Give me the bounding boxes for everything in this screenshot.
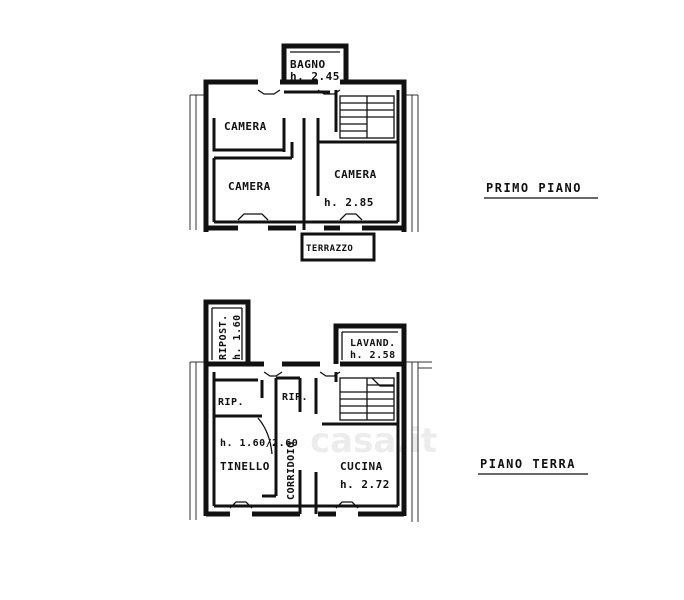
camera-right-label: CAMERA bbox=[334, 168, 377, 181]
terrazzo-label: TERRAZZO bbox=[306, 244, 353, 254]
first-floor-staircase bbox=[339, 95, 395, 139]
tinello-label: TINELLO bbox=[220, 460, 270, 473]
tinello-height: h. 1.60/2.60 bbox=[220, 438, 298, 449]
lavand-height: h. 2.58 bbox=[350, 350, 396, 361]
cucina-height: h. 2.72 bbox=[340, 478, 390, 491]
first-floor-title: PRIMO PIANO bbox=[486, 181, 582, 195]
watermark-text: casa.it bbox=[310, 421, 437, 461]
first-floor-plan: BAGNO h. 2.45 CAMERA CAMERA CAMERA h. 2.… bbox=[189, 43, 598, 262]
ground-floor-plan: RIPOST. h. 1.60 LAVAND. h. 2.58 RIP. RIP… bbox=[189, 299, 588, 522]
rip-mid-label: RIP. bbox=[282, 392, 308, 403]
corridoio-label: CORRIDOIO bbox=[286, 441, 297, 500]
bagno-label: BAGNO bbox=[290, 58, 326, 71]
ripost-height: h. 1.60 bbox=[232, 314, 243, 360]
camera-small-label: CAMERA bbox=[224, 120, 267, 133]
rip-left-label: RIP. bbox=[218, 397, 244, 408]
camera-right-height: h. 2.85 bbox=[324, 196, 374, 209]
camera-left-label: CAMERA bbox=[228, 180, 271, 193]
lavand-label: LAVAND. bbox=[350, 338, 396, 349]
ground-floor-title: PIANO TERRA bbox=[480, 457, 576, 471]
bagno-height: h. 2.45 bbox=[290, 70, 340, 83]
ripost-label: RIPOST. bbox=[218, 314, 229, 360]
cucina-label: CUCINA bbox=[340, 460, 383, 473]
ground-floor-staircase bbox=[339, 377, 395, 421]
